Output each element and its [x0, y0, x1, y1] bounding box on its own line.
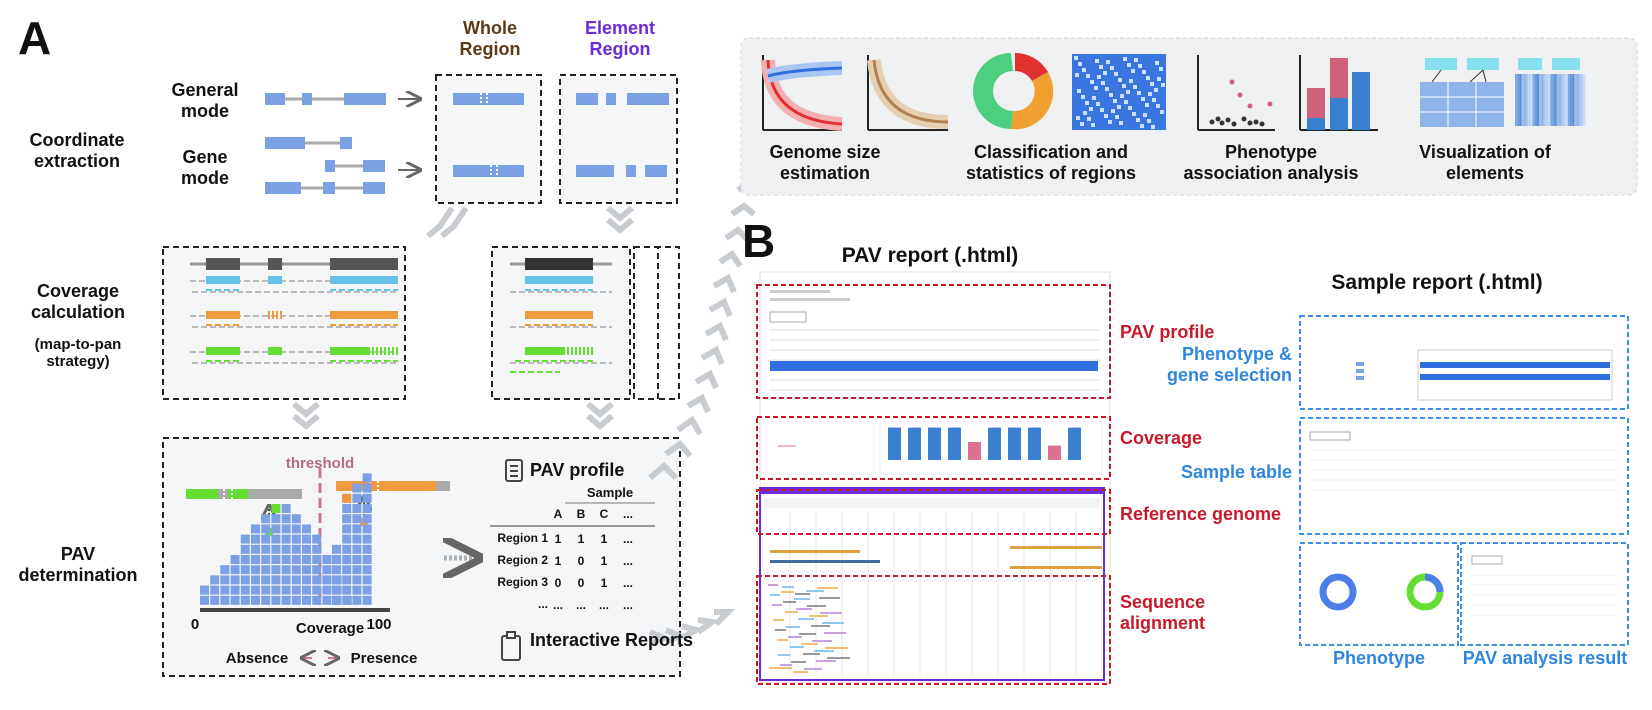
pav-cell: 0 [577, 554, 585, 568]
pav-cell: 0 [554, 576, 562, 590]
clipboard-icon [501, 631, 521, 661]
general-mode-track [265, 93, 386, 105]
pav-cell: ... [622, 532, 633, 546]
pav-cell: ... [622, 576, 633, 590]
gene-mode-track [265, 137, 385, 194]
sample-report-screenshot [1303, 318, 1625, 642]
pav-section-sequence-alignment: Sequence alignment [1120, 592, 1206, 633]
sample-report-highlight-boxes [1299, 315, 1629, 646]
pav-cell: 1 [600, 532, 608, 546]
sample-section-phenotype-gene-selection: Phenotype & gene selection [1166, 344, 1292, 385]
pav-row-label: Region 3 [497, 575, 548, 589]
pav-cell: ... [598, 598, 609, 612]
pav-cell: ... [622, 598, 633, 612]
interactive-reports-label: Interactive Reports [530, 630, 694, 650]
list-icon [505, 459, 523, 482]
pav-row-label: ... [537, 597, 548, 611]
axis-max-label: 100 [366, 616, 392, 633]
pav-row-label: Region 2 [497, 553, 548, 567]
row-label-pav-determination: PAV determination [18, 544, 138, 585]
pav-cell: 1 [554, 532, 562, 546]
pav-section-reference-genome: Reference genome [1120, 504, 1282, 524]
pav-cell: 1 [600, 576, 608, 590]
row-sublabel-map-to-pan: (map-to-pan strategy) [34, 336, 122, 371]
pav-report-screenshot [759, 271, 1111, 683]
analysis-label-0: Genome size estimation [769, 142, 881, 183]
pav-row-label: Region 1 [497, 531, 548, 545]
label-absence: Absence [225, 650, 289, 667]
whole-region-box [435, 74, 542, 204]
pav-report-title: PAV report (.html) [841, 244, 1019, 267]
pav-column-header: ... [622, 507, 633, 521]
pav-cell: ... [575, 598, 586, 612]
panel-label-b: B [742, 215, 776, 267]
sample-header: Sample [586, 485, 634, 500]
coverage-histogram [200, 473, 372, 605]
pav-report-highlight-boxes [756, 284, 1111, 685]
panel-label-a: A [18, 12, 52, 64]
axis-min-label: 0 [190, 616, 200, 633]
pav-section-profile: PAV profile [1120, 322, 1215, 342]
pav-column-header: C [599, 507, 609, 521]
label-presence: Presence [350, 650, 418, 667]
analysis-label-2: Phenotype association analysis [1183, 142, 1359, 183]
coverage-box-whole [162, 246, 406, 400]
analysis-label-1: Classification and statistics of regions [965, 142, 1137, 183]
pav-cell: ... [622, 554, 633, 568]
pav-cell: 1 [577, 532, 585, 546]
row-label-coverage-calculation: Coverage calculation [30, 281, 126, 322]
label-general-mode: General mode [171, 80, 239, 121]
coverage-box-element [491, 246, 680, 400]
sample-section-sample-table: Sample table [1180, 462, 1292, 482]
label-gene-mode: Gene mode [180, 147, 229, 188]
header-whole-region: Whole Region [459, 18, 521, 59]
analysis-label-3: Visualization of elements [1419, 142, 1551, 183]
pav-section-coverage: Coverage [1120, 428, 1203, 448]
pav-cell: ... [552, 598, 563, 612]
sample-report-title: Sample report (.html) [1331, 271, 1543, 294]
row-label-coordinate-extraction: Coordinate extraction [29, 130, 125, 171]
threshold-label: threshold [285, 455, 355, 472]
sample-section-pav-analysis-result: PAV analysis result [1462, 648, 1628, 668]
pav-cell: 1 [600, 554, 608, 568]
axis-label-coverage: Coverage [295, 620, 365, 637]
chevron-down-icon [292, 205, 634, 430]
analysis-box [740, 37, 1638, 196]
pav-column-header: A [553, 507, 563, 521]
element-region-box [559, 74, 678, 204]
pav-cell: 1 [554, 554, 562, 568]
pav-profile-title: PAV profile [530, 460, 625, 480]
pav-determination-box [162, 437, 681, 677]
header-element-region: Element Region [584, 18, 656, 59]
pav-cell: 0 [577, 576, 585, 590]
sample-section-phenotype: Phenotype [1332, 648, 1425, 668]
pav-column-header: B [576, 507, 586, 521]
